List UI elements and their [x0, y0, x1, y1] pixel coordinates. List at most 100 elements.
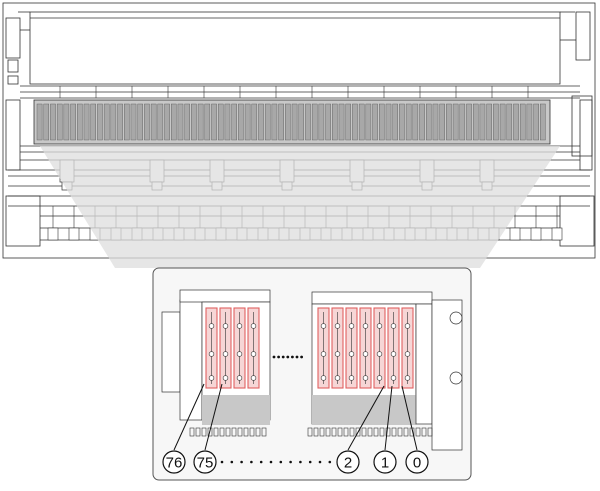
nozzle-cell — [191, 103, 197, 141]
nozzle-cell — [103, 103, 110, 141]
nozzle-strip — [33, 99, 551, 145]
callout-leaders — [173, 383, 418, 451]
callout-label: 1 — [381, 455, 389, 472]
nozzle-strip-cells — [36, 103, 546, 141]
channel-node — [348, 375, 355, 381]
ellipsis-dot — [300, 355, 303, 359]
channel-node — [362, 351, 369, 357]
channel-node — [390, 351, 397, 357]
lower-block — [551, 227, 563, 241]
channel-node — [222, 351, 229, 357]
nozzle-cell — [358, 103, 365, 141]
nozzle-cell — [385, 103, 392, 141]
tooth — [349, 427, 355, 437]
ellipsis-dot — [295, 355, 299, 359]
nozzle-cell — [150, 103, 157, 141]
nozzle-cell — [513, 103, 519, 141]
channel-node — [222, 375, 229, 381]
tooth — [343, 427, 349, 437]
channel-node — [362, 375, 369, 381]
ellipsis-dot — [269, 460, 273, 464]
nozzle-cell — [311, 103, 318, 141]
tooth — [319, 427, 325, 437]
callout-label: 75 — [197, 455, 214, 472]
nozzle-cell — [278, 103, 284, 141]
nozzle-cell — [83, 103, 90, 141]
nozzle-cell — [90, 103, 96, 141]
bottom-teeth — [189, 427, 433, 437]
nozzle-cell — [137, 103, 143, 141]
lower-block — [509, 227, 521, 241]
channel-node — [348, 351, 355, 357]
callout-2: 2 — [336, 450, 360, 474]
tooth — [307, 427, 313, 437]
ellipsis-dot — [286, 355, 290, 359]
channel-node — [334, 375, 341, 381]
tooth — [225, 427, 231, 437]
channel-node — [348, 323, 355, 329]
ellipsis-dot — [328, 460, 332, 464]
channel-node — [236, 375, 243, 381]
nozzle-cell — [171, 103, 177, 141]
channel-node — [362, 323, 369, 329]
ellipsis-dot — [272, 355, 276, 359]
channel-node — [250, 351, 257, 357]
ellipsis-dot — [291, 355, 294, 359]
nozzle-cell — [338, 103, 345, 141]
tooth — [367, 427, 373, 437]
channel-node — [334, 351, 341, 357]
nozzle-cell — [50, 103, 56, 141]
tooth — [207, 427, 213, 437]
nozzle-cell — [63, 103, 70, 141]
tooth — [249, 427, 255, 437]
ellipsis-dot — [240, 460, 243, 464]
nozzle-cell — [352, 103, 358, 141]
nozzle-cell — [231, 103, 237, 141]
ellipsis-dot — [308, 460, 312, 464]
tooth — [325, 427, 331, 437]
tooth — [397, 427, 403, 437]
cover-marks — [59, 86, 529, 98]
nozzle-cell — [325, 103, 331, 141]
tooth — [219, 427, 225, 437]
nozzle-cell — [412, 103, 419, 141]
nozzle-cell — [426, 103, 432, 141]
nozzle-cell — [439, 103, 445, 141]
nozzle-cell — [506, 103, 513, 141]
lower-block — [47, 227, 59, 241]
channel-node — [376, 375, 383, 381]
tooth — [231, 427, 237, 437]
tooth — [201, 427, 207, 437]
nozzle-cell — [405, 103, 412, 141]
tooth — [379, 427, 385, 437]
channel-node — [208, 375, 215, 381]
nozzle-cell — [264, 103, 271, 141]
channel-node — [334, 323, 341, 329]
tooth — [355, 427, 361, 437]
nozzle-cell — [332, 103, 338, 141]
nozzle-cell — [184, 103, 190, 141]
nozzle-cell — [56, 103, 63, 141]
nozzle-cell — [479, 103, 486, 141]
nozzle-cell — [446, 103, 452, 141]
lower-block — [68, 227, 80, 241]
nozzle-cell — [285, 103, 291, 141]
tooth — [243, 427, 249, 437]
nozzle-cell — [177, 103, 184, 141]
nozzle-cell — [271, 103, 278, 141]
nozzle-cell — [124, 103, 130, 141]
nozzle-cell — [540, 103, 546, 141]
nozzle-cell — [486, 103, 492, 141]
zoom-panel — [152, 267, 472, 481]
nozzle-cell — [77, 103, 83, 141]
channel-node — [390, 323, 397, 329]
callout-label: 0 — [413, 455, 421, 472]
nozzle-cell — [519, 103, 526, 141]
nozzle-cell — [372, 103, 378, 141]
channel-node — [404, 351, 411, 357]
nozzle-cell — [144, 103, 150, 141]
nozzle-cell — [157, 103, 164, 141]
ellipsis-dot — [230, 460, 234, 464]
nozzle-cell — [392, 103, 398, 141]
